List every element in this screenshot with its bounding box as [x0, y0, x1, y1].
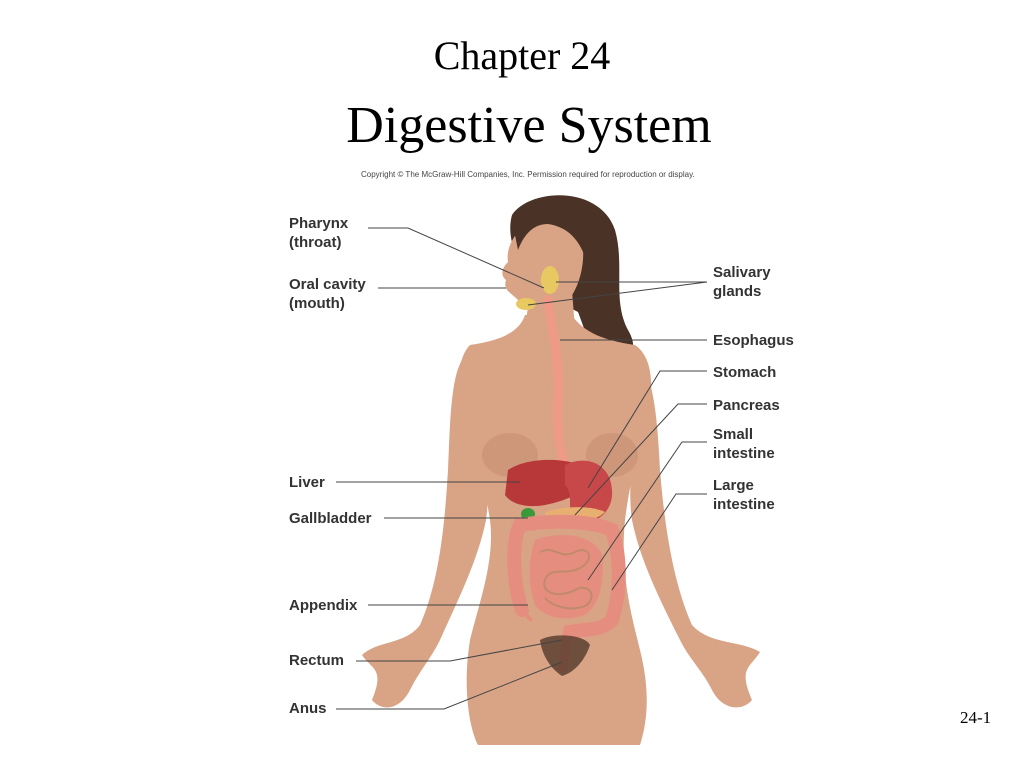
label-salivary-glands: Salivary glands: [713, 264, 775, 300]
esophagus-organ: [543, 295, 571, 475]
rectum-leader: [356, 639, 563, 662]
hair-front: [512, 199, 601, 275]
left-arm: [362, 360, 488, 708]
stomach-organ: [565, 460, 613, 523]
right-labels: Salivary glands Esophagus Stomach Pancre…: [713, 264, 794, 513]
label-small-intestine: Small intestine: [713, 426, 775, 462]
large-intestine-organ: [507, 514, 626, 639]
label-anus: Anus: [289, 700, 327, 717]
parotid-gland: [541, 266, 559, 294]
label-pancreas: Pancreas: [713, 397, 780, 414]
slide-title: Digestive System: [346, 97, 712, 154]
stomach-leader: [587, 370, 707, 489]
label-esophagus: Esophagus: [713, 332, 794, 349]
salivary-leader-2: [527, 281, 708, 306]
label-pharynx: Pharynx (throat): [289, 215, 352, 251]
label-stomach: Stomach: [713, 364, 776, 381]
intestine-coil-lines: [539, 549, 593, 610]
label-oral-cavity: Oral cavity (mouth): [289, 276, 370, 312]
pancreas-leader: [574, 403, 707, 516]
small-intestine-organ: [529, 535, 603, 619]
leader-lines: [336, 227, 708, 710]
left-labels: Pharynx (throat) Oral cavity (mouth) Liv…: [289, 215, 372, 717]
large-intestine-leader: [611, 493, 707, 591]
label-gallbladder: Gallbladder: [289, 510, 372, 527]
female-body-illustration: [362, 195, 760, 745]
copyright-notice: Copyright © The McGraw-Hill Companies, I…: [361, 170, 695, 179]
label-appendix: Appendix: [289, 597, 358, 614]
label-large-intestine: Large intestine: [713, 477, 775, 513]
label-liver: Liver: [289, 474, 325, 491]
anus-leader: [336, 661, 563, 710]
submandibular-gland: [516, 298, 536, 310]
slide-number: 24-1: [960, 708, 992, 727]
chapter-heading: Chapter 24: [433, 33, 611, 78]
appendix-organ: [522, 604, 533, 622]
pharynx-leader: [368, 227, 545, 289]
label-rectum: Rectum: [289, 652, 344, 669]
small-intestine-leader: [587, 441, 707, 581]
